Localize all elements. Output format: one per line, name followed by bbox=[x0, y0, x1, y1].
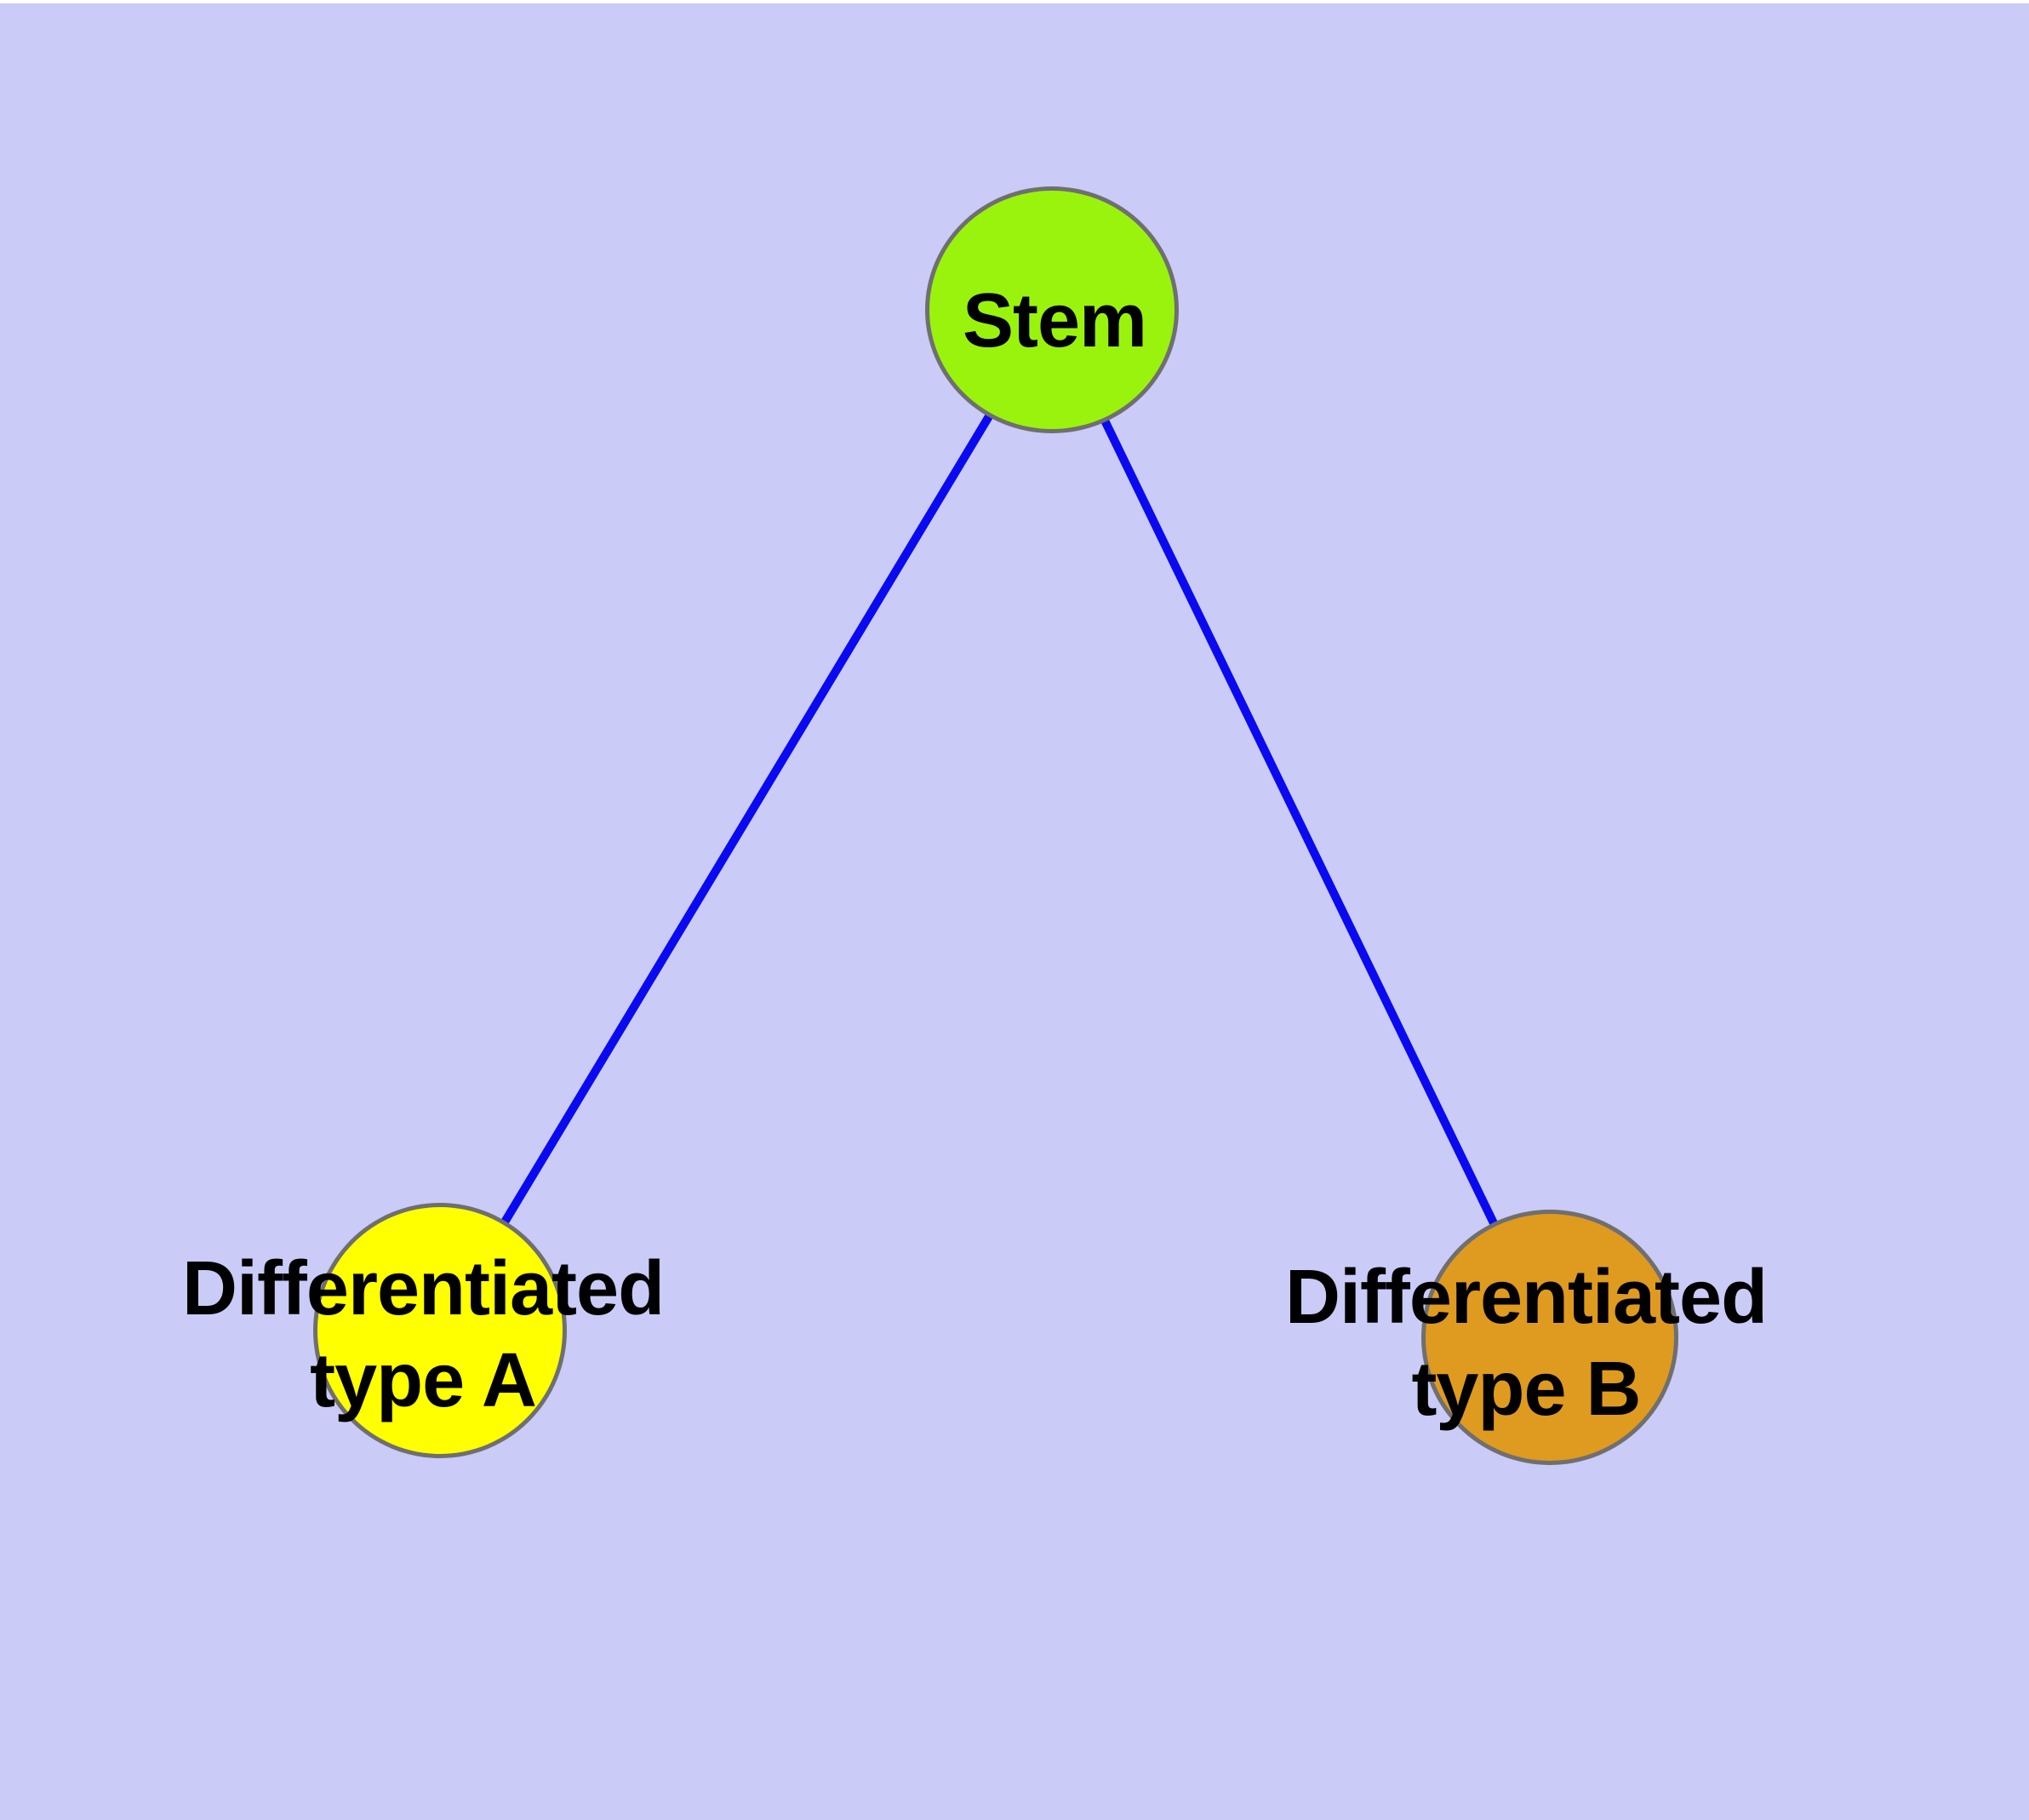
edge-stem-to-type-a bbox=[436, 309, 1056, 1332]
stem-node bbox=[925, 186, 1179, 433]
type-b-label-line-2: type B bbox=[1411, 1347, 1641, 1432]
differentiated-type-a-label: Differentiated type A bbox=[181, 1243, 665, 1427]
type-a-label-line-1: Differentiated bbox=[181, 1246, 665, 1331]
differentiated-type-a-node bbox=[313, 1203, 567, 1458]
type-a-label-line-2: type A bbox=[310, 1338, 537, 1423]
differentiated-type-b-node bbox=[1421, 1210, 1678, 1465]
type-b-label-line-1: Differentiated bbox=[1284, 1255, 1768, 1340]
differentiated-type-b-label: Differentiated type B bbox=[1284, 1251, 1768, 1435]
stem-node-label: Stem bbox=[962, 278, 1147, 363]
edge-stem-to-type-b bbox=[1048, 309, 1553, 1340]
